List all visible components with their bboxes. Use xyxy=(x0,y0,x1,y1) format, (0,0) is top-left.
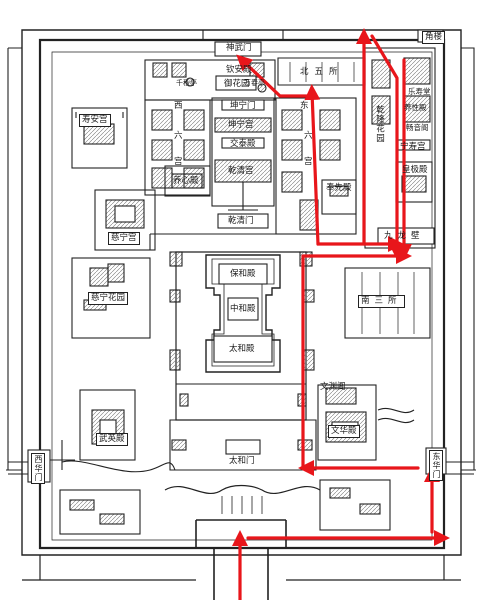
label-beiwusuo: 北五所 xyxy=(300,67,344,77)
label-qianqiuting: 千秋亭 xyxy=(176,79,197,87)
label-fengxiandian: 奉先殿 xyxy=(326,183,352,193)
golden-water-river xyxy=(164,484,321,495)
west-six-palaces xyxy=(144,99,211,196)
route-segment-center xyxy=(304,84,321,246)
label-east-dong: 东 xyxy=(300,101,309,111)
tour-route xyxy=(232,28,450,600)
label-qin-an-dian: 钦安殿 xyxy=(226,65,252,75)
route-segment-east-b xyxy=(370,34,405,260)
shouangong-block xyxy=(71,107,128,169)
wuyingdian-block xyxy=(79,389,136,461)
zhonghedian-building xyxy=(227,297,259,321)
label-changyinge: 畅音阁 xyxy=(406,123,429,132)
label-shouangong: 寿安宫 xyxy=(79,114,111,127)
qianqingmen-building xyxy=(217,213,269,229)
label-jiaotaidian: 交泰殿 xyxy=(230,139,256,149)
outer-wall xyxy=(21,29,462,556)
label-ciningong: 慈宁宫 xyxy=(108,232,140,245)
label-nansansuo: 南三所 xyxy=(358,295,405,308)
label-east-liu: 六 xyxy=(304,131,313,141)
ciningyuan-block xyxy=(71,257,151,339)
label-jiulongbi: 九龙壁 xyxy=(384,231,425,241)
label-baohedian: 保和殿 xyxy=(230,269,256,279)
label-wuyingdian: 武英殿 xyxy=(96,433,128,446)
label-shenwumen: 神武门 xyxy=(226,43,252,53)
taihedian-building xyxy=(213,335,273,363)
taihemen-building xyxy=(225,439,261,455)
label-huangjidian: 皇极殿 xyxy=(402,165,428,175)
label-qianlonghuayuan: 乾隆花园 xyxy=(374,105,385,143)
inner-wall-line xyxy=(51,51,433,541)
label-west-liu: 六 xyxy=(174,131,183,141)
label-east-gong: 宫 xyxy=(304,157,313,167)
label-west-gong: 宫 xyxy=(174,157,183,167)
moat-line xyxy=(6,47,476,471)
label-wanchunting: 万春亭 xyxy=(244,79,265,87)
label-taihedian: 太和殿 xyxy=(229,344,255,354)
baohedian-building xyxy=(218,263,268,285)
label-taihemen: 太和门 xyxy=(229,456,255,466)
label-wenyuange: 文渊阁 xyxy=(320,382,346,392)
label-qianqingmen: 乾清门 xyxy=(228,216,254,226)
wumen xyxy=(195,519,287,600)
label-yangxingdian: 养性殿 xyxy=(404,103,427,112)
route-segment-to-gate xyxy=(236,54,314,98)
terrace-outline xyxy=(205,254,281,373)
label-wenhuadian: 文华殿 xyxy=(328,425,360,438)
label-jiaolou: 角楼 xyxy=(422,31,446,44)
label-xihuamen: 西华门 xyxy=(31,453,45,484)
palace-wall xyxy=(38,38,446,550)
route-segment-north-1 xyxy=(301,248,412,470)
nansansuo-block xyxy=(344,267,431,339)
label-donghuamen: 东华门 xyxy=(429,450,443,481)
label-yangxindian: 养心殿 xyxy=(173,176,199,186)
yangxindian-block xyxy=(164,165,211,197)
cininggong-block xyxy=(94,189,156,251)
label-kunninggong: 坤宁宫 xyxy=(228,120,254,130)
label-ciningyuan: 慈宁花园 xyxy=(88,292,129,305)
label-west-xi: 西 xyxy=(174,101,183,111)
label-zhonghedian: 中和殿 xyxy=(230,304,256,314)
wenhuadian-block xyxy=(317,384,377,461)
label-kunningmen: 坤宁门 xyxy=(230,101,256,111)
label-ningshougong: 宁寿宫 xyxy=(400,142,426,152)
label-yuhuayuan: 御花园 xyxy=(224,79,250,89)
label-qianqinggong: 乾清宫 xyxy=(228,166,254,176)
label-leshoutang: 乐寿堂 xyxy=(408,87,431,96)
